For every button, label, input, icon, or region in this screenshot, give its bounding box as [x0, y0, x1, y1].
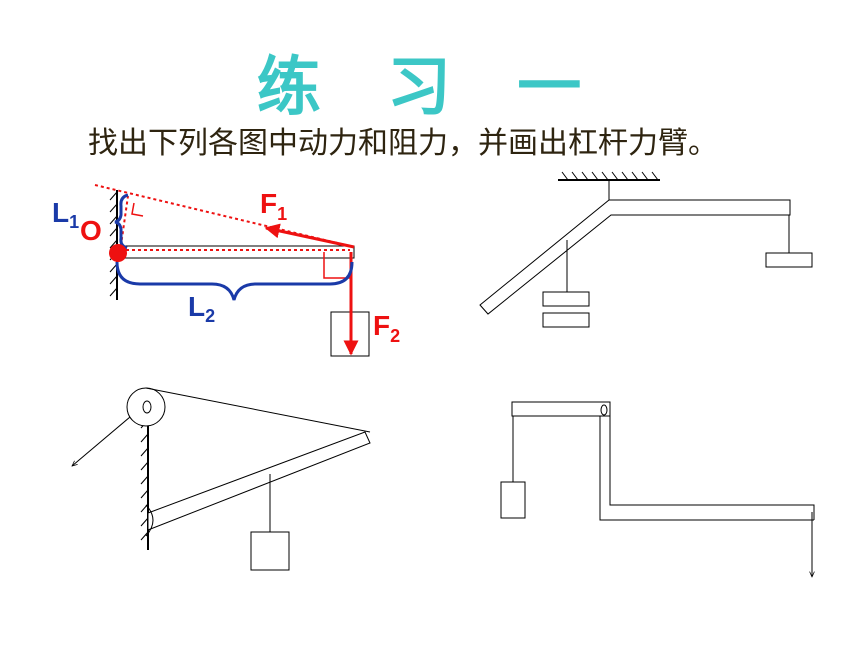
- weight-4: [500, 481, 526, 519]
- lever-bar-1: [117, 245, 355, 259]
- weight-2a-top: [542, 291, 590, 307]
- pivot-4: [600, 404, 608, 416]
- rope-3-top: [145, 387, 371, 433]
- label-f1: F1: [260, 188, 287, 224]
- label-l2: L2: [188, 291, 215, 326]
- page-title: 练 习 一: [256, 51, 604, 125]
- label-f2: F2: [373, 310, 400, 346]
- wall-1-hatch: [109, 191, 118, 297]
- right-angle-l2: [323, 252, 350, 279]
- diagram-3: [72, 387, 371, 571]
- pivot-point: [109, 244, 127, 262]
- f1-arrow: [264, 223, 355, 249]
- wall-3-hatch: [140, 419, 149, 541]
- weight-3: [250, 531, 290, 571]
- diagram-1-solved: L1 O L2 F1 F2: [52, 184, 400, 357]
- l1-brace: [114, 193, 129, 250]
- bent-lever-2: [479, 199, 791, 315]
- weight-2a-bottom: [542, 312, 590, 328]
- inclined-bar-3: [147, 431, 371, 531]
- pull-force-3: [72, 416, 131, 466]
- pulley: [126, 387, 166, 427]
- diagram-4: [500, 401, 815, 577]
- label-l1: L1: [52, 197, 79, 232]
- hinge-3: [145, 504, 154, 537]
- f1-action-line: [94, 184, 355, 248]
- frame-inner-4: [609, 416, 815, 520]
- weight-2b: [765, 252, 813, 268]
- instruction-text: 找出下列各图中动力和阻力，并画出杠杆力臂。: [88, 126, 718, 161]
- ceiling-hatch: [561, 171, 659, 181]
- diagram-2: [479, 171, 813, 328]
- frame-outer-4: [599, 416, 814, 521]
- label-o: O: [80, 215, 102, 246]
- l2-brace: [115, 261, 354, 301]
- right-angle-l1: [131, 202, 144, 217]
- pulley-axle: [142, 400, 152, 414]
- top-bar-4: [511, 401, 611, 417]
